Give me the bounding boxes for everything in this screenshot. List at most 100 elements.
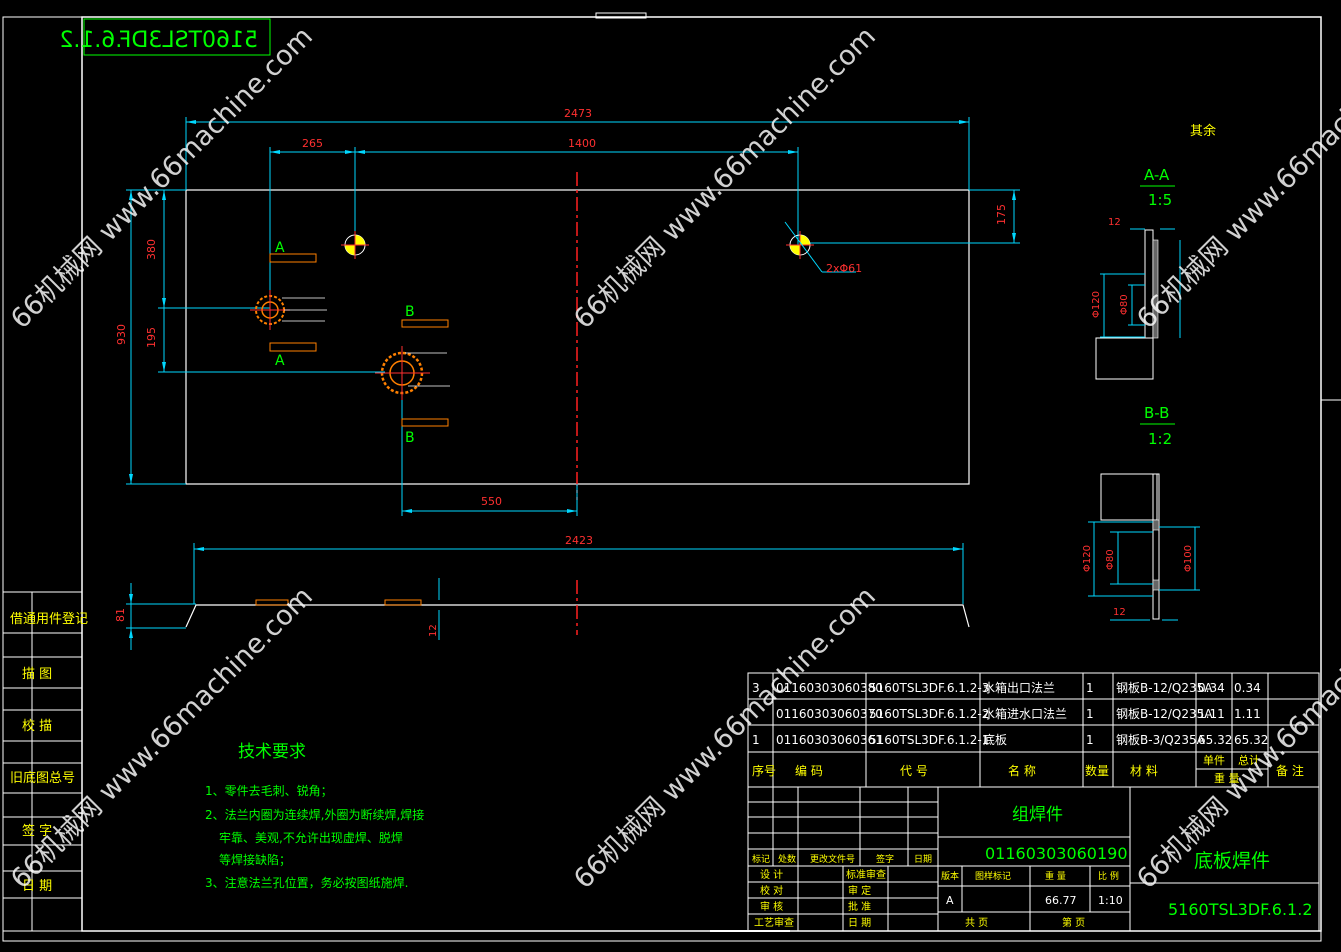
title-part-name: 底板焊件	[1194, 850, 1270, 872]
tech-line-5: 3、注意法兰孔位置，务必按图纸施焊.	[205, 875, 408, 890]
tech-line-1: 1、零件去毛刺、锐角；	[205, 784, 333, 798]
title-block	[747, 786, 1320, 932]
section-bb-title: B-B	[1144, 404, 1169, 422]
dim-930: 930	[115, 324, 128, 345]
hole-marker-right	[784, 221, 856, 273]
title-group: 组焊件	[1012, 805, 1063, 825]
drawing-frame	[81, 16, 1322, 932]
section-aa-title: A-A	[1144, 166, 1170, 184]
remaining-note: 其余	[1190, 123, 1216, 139]
left-col-cell-1: 描 图	[22, 667, 52, 682]
mirrored-code-text: 5160TSL3DF.6.1.2	[59, 28, 258, 53]
dim-holes: 2xΦ61	[826, 262, 862, 275]
tb-scale: 1:10	[1098, 894, 1123, 907]
bom-r2-seq: 1	[752, 733, 760, 747]
top-center-mark	[595, 12, 647, 19]
bom-h-qty: 数量	[1085, 763, 1109, 778]
bom-r0-qty: 1	[1086, 681, 1094, 695]
section-mark-a-bottom: A	[275, 353, 285, 369]
section-mark-b-top: B	[405, 304, 415, 320]
bom-r2-qty: 1	[1086, 733, 1094, 747]
bom-r0-seq: 3	[752, 681, 760, 695]
section-aa: 其余 A-A 1:5 12 Φ120 Φ80	[1091, 123, 1216, 380]
dim-175: 175	[995, 204, 1008, 225]
flange-a	[250, 253, 327, 352]
tb-review: 审 定	[848, 884, 871, 897]
tb-rev-date: 日期	[914, 854, 932, 865]
bom-r2-material: 钢板B-3/Q235A	[1116, 733, 1206, 747]
dim-265: 265	[302, 137, 323, 150]
dim-1400: 1400	[568, 137, 596, 150]
bom-r0-name: 水箱出口法兰	[983, 680, 1055, 695]
bom-h-unit: 单件	[1203, 754, 1225, 767]
bom-h-code: 编 码	[795, 763, 823, 778]
bom-r1-total: 1.11	[1234, 707, 1261, 721]
title-drawing-no: 5160TSL3DF.6.1.2	[1168, 900, 1313, 919]
tb-weight: 66.77	[1045, 894, 1077, 907]
section-mark-a-top: A	[275, 240, 285, 256]
tech-title: 技术要求	[238, 742, 306, 762]
section-aa-d120: Φ120	[1091, 291, 1102, 318]
section-aa-12: 12	[1108, 217, 1121, 228]
bom-r2-drawing: 5160TSL3DF.6.1.2-1	[869, 733, 989, 747]
bom-r0-code: 01160303060380	[776, 681, 883, 695]
bom-r1-code: 01160303060370	[776, 707, 883, 721]
tb-audit: 审 核	[760, 900, 783, 913]
tech-line-4: 等焊接缺陷；	[219, 852, 291, 867]
left-col-cell-2: 校 描	[22, 718, 52, 734]
tb-design: 设 计	[760, 868, 783, 881]
tech-requirements: 技术要求 1、零件去毛刺、锐角； 2、法兰内圈为连续焊,外圈为断续焊,焊接 牢靠…	[205, 742, 424, 890]
bom-h-remark: 备 注	[1276, 763, 1304, 778]
left-col-cell-4: 签 字	[22, 823, 52, 839]
section-bb-12: 12	[1113, 607, 1126, 618]
tb-stage: A	[946, 894, 954, 907]
tb-std-review: 标准审查	[846, 868, 886, 881]
section-aa-scale: 1:5	[1148, 191, 1172, 209]
section-aa-d80: Φ80	[1119, 294, 1130, 315]
dim-2473: 2473	[564, 107, 592, 120]
tb-scale-label: 比 例	[1098, 870, 1119, 882]
tb-rev-file: 更改文件号	[810, 853, 855, 865]
bom-h-total: 总计	[1238, 753, 1260, 767]
flange-b	[375, 319, 450, 427]
side-view: 2423 81 12	[114, 534, 970, 650]
tb-stage-label: 版本	[941, 870, 959, 882]
bom-r1-material: 钢板B-12/Q235A	[1116, 707, 1213, 721]
tb-approve: 批 准	[848, 900, 871, 913]
tb-weight-label: 重 量	[1045, 870, 1066, 882]
section-mark-b-bottom: B	[405, 430, 415, 446]
section-bb-d100: Φ100	[1183, 545, 1194, 572]
bom-r2-code: 01160303060361	[776, 733, 883, 747]
watermark-2: 66机械网 www.66machine.com	[568, 21, 882, 335]
tb-process: 工艺审查	[754, 916, 794, 929]
left-col-cell-3: 旧底图总号	[10, 770, 75, 786]
bom-h-drawing: 代 号	[900, 764, 928, 778]
plan-arrowheads	[129, 120, 1016, 513]
watermark-1: 66机械网 www.66machine.com	[5, 21, 319, 335]
left-col-cell-5: 日 期	[22, 879, 52, 894]
section-bb: B-B 1:2 Φ120 Φ80 Φ100 12	[1082, 404, 1200, 621]
plan-dimension-lines	[126, 117, 1020, 516]
tech-line-2: 2、法兰内圈为连续焊,外圈为断续焊,焊接	[205, 807, 424, 822]
dim-195: 195	[145, 327, 158, 348]
tb-sheets-total: 共 页	[965, 917, 988, 929]
bom-r2-total: 65.32	[1234, 733, 1268, 747]
tb-date: 日 期	[848, 917, 871, 929]
mirrored-code-box: 5160TSL3DF.6.1.2	[59, 18, 271, 56]
bom-r1-drawing: 5160TSL3DF.6.1.2-2	[869, 707, 989, 721]
dim-380: 380	[145, 239, 158, 260]
title-part-code: 01160303060190	[985, 844, 1128, 863]
dim-2423: 2423	[565, 534, 593, 547]
tb-mark-label: 图样标记	[975, 870, 1011, 882]
tech-line-3: 牢靠、美观,不允许出现虚焊、脱焊	[219, 830, 403, 845]
bom-r1-unit: 1.11	[1198, 707, 1225, 721]
section-bb-d80: Φ80	[1105, 549, 1116, 570]
section-bb-scale: 1:2	[1148, 430, 1172, 448]
bom-h-seq: 序号	[752, 763, 776, 778]
dim-81: 81	[114, 608, 127, 622]
bom-h-name: 名 称	[1008, 763, 1036, 778]
bom-r0-unit: 0.34	[1198, 681, 1225, 695]
left-col-cell-0: 借通用件登记	[10, 612, 88, 627]
left-side-column	[2, 591, 83, 932]
